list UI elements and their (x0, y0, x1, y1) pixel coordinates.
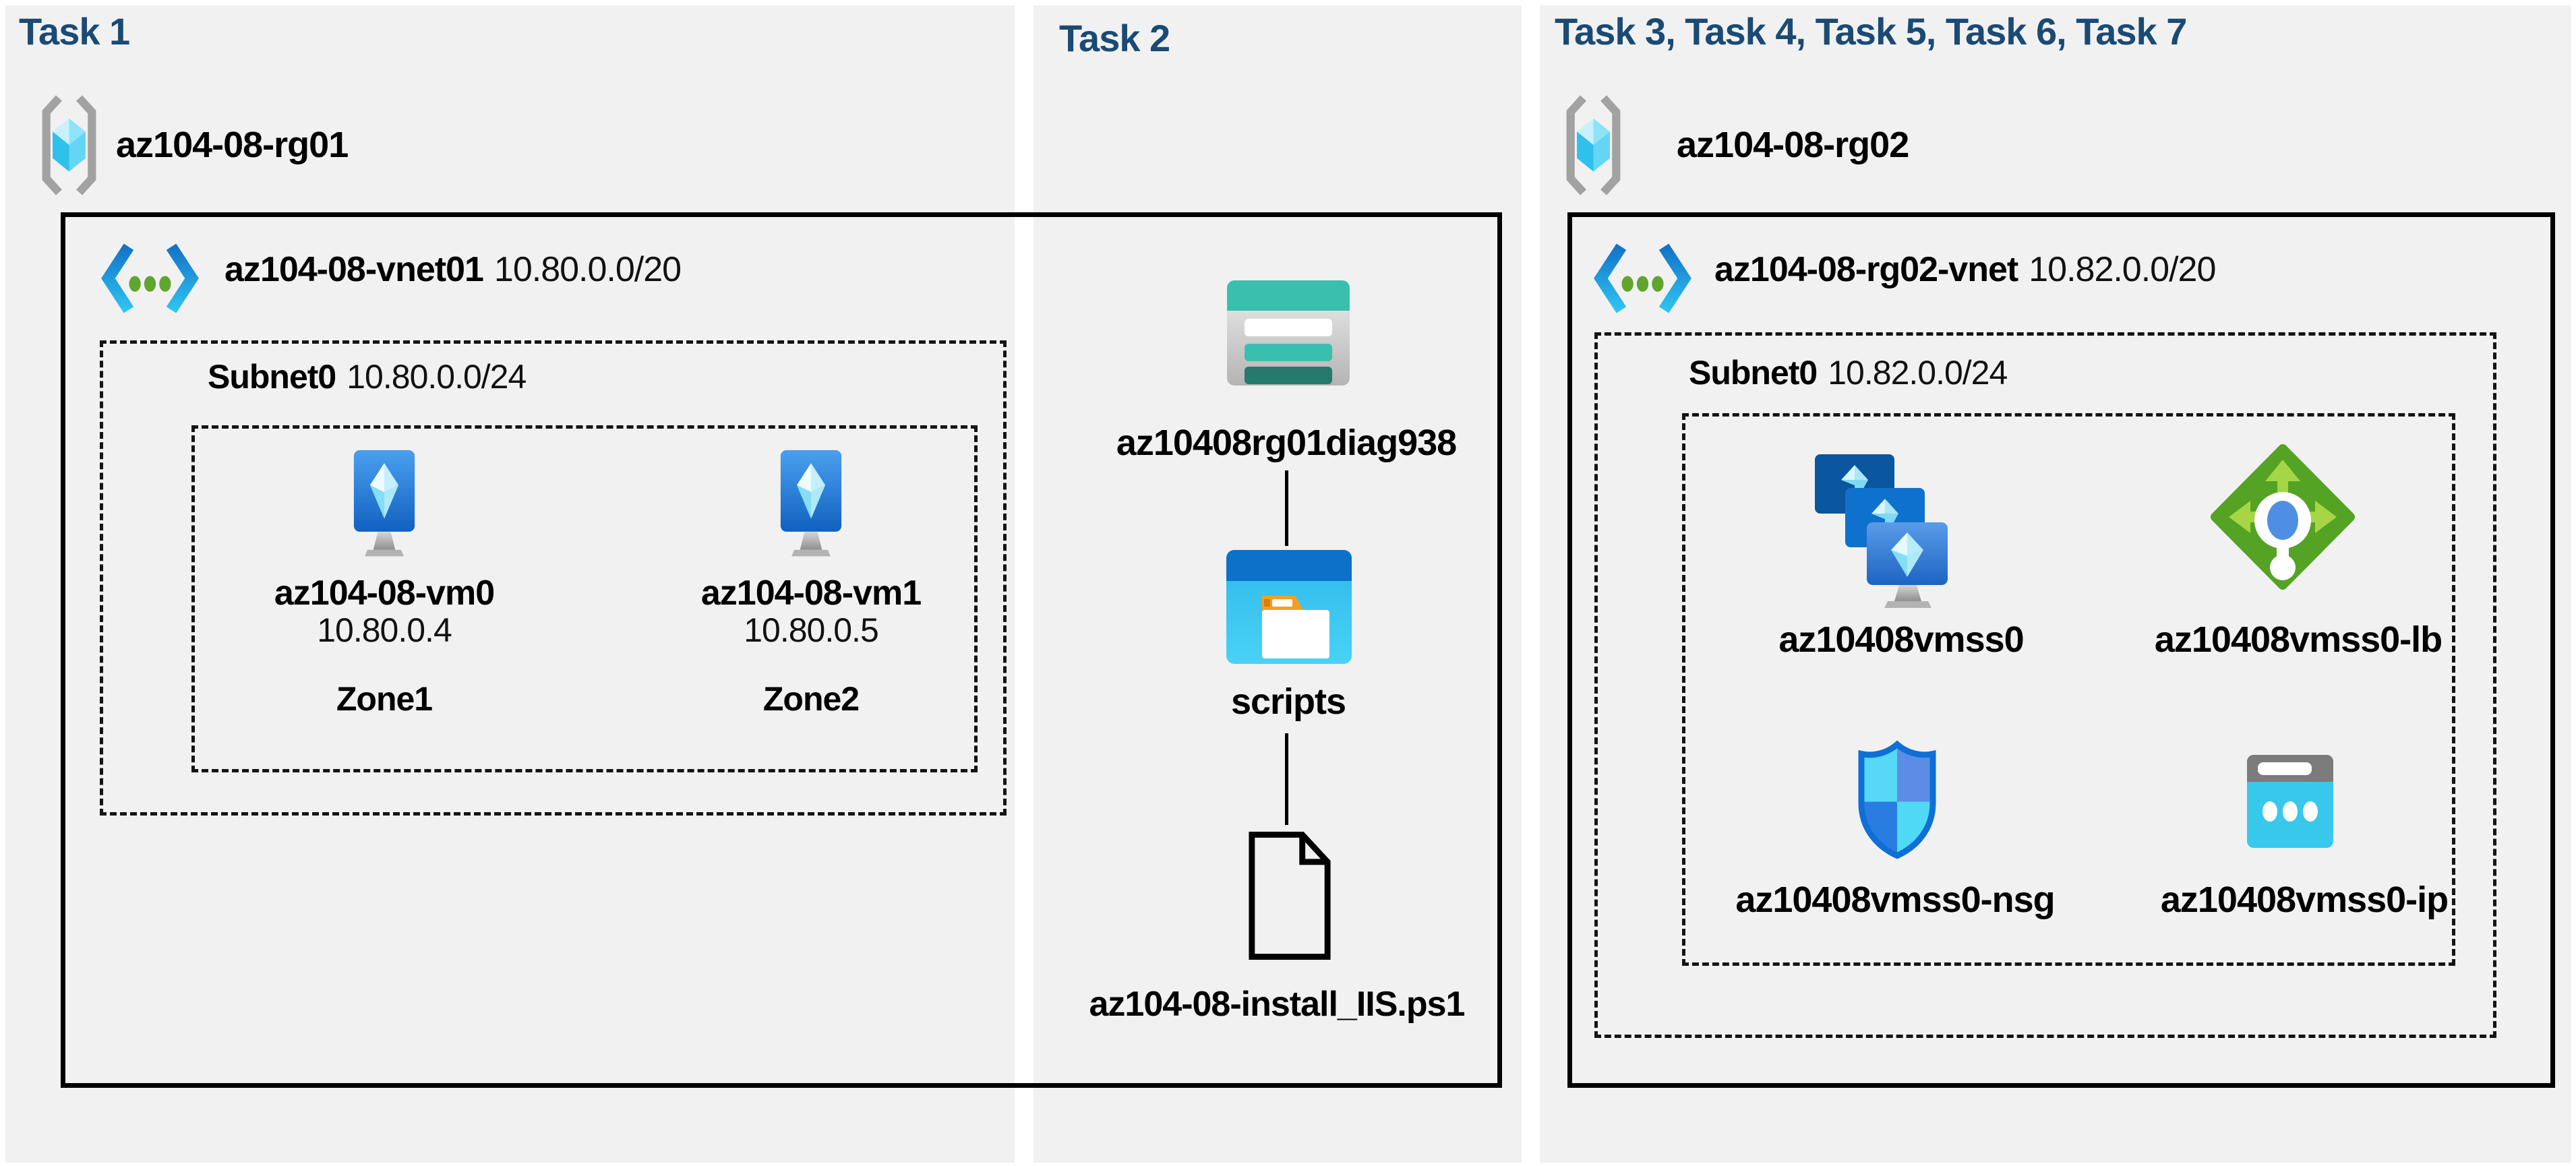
subnet1-cidr: 10.80.0.0/24 (347, 358, 527, 396)
task3-panel (1540, 5, 2571, 1163)
vnet1-cidr: 10.80.0.0/20 (493, 250, 682, 289)
resource-group-icon (37, 93, 101, 197)
script-file-name: az104-08-install_IIS.ps1 (1089, 985, 1466, 1024)
vm1-ip: 10.80.0.5 (744, 611, 879, 649)
load-balancer-name: az10408vmss0-lb (2154, 619, 2443, 660)
zone-box (191, 425, 978, 772)
connector-storage-to-container (1285, 470, 1288, 546)
blob-container-icon (1226, 550, 1352, 664)
subnet2-cidr: 10.82.0.0/24 (1828, 354, 2008, 392)
task1-title: Task 1 (19, 10, 130, 53)
blob-container-name: scripts (1230, 681, 1346, 722)
vnet2-icon (1590, 240, 1695, 317)
vnet2-boundary-box (1567, 212, 2555, 1088)
vm1-icon (779, 449, 843, 562)
vm0-icon (352, 449, 417, 562)
nsg-icon (1857, 740, 1938, 860)
connector-container-to-file (1285, 733, 1288, 825)
vnet2-name: az104-08-rg02-vnet (1714, 250, 2018, 289)
subnet2-box (1594, 332, 2496, 1038)
resource-group2-name: az104-08-rg02 (1677, 125, 1909, 165)
vnet1-name: az104-08-vnet01 (224, 250, 484, 289)
task3-title: Task 3, Task 4, Task 5, Task 6, Task 7 (1555, 10, 2187, 53)
vm1-name: az104-08-vm1 (700, 574, 922, 613)
nsg-name: az10408vmss0-nsg (1735, 880, 2055, 920)
subnet1-name: Subnet0 (208, 358, 336, 396)
task2-title: Task 2 (1059, 17, 1170, 59)
vnet2-cidr: 10.82.0.0/20 (2029, 250, 2216, 289)
subnet2-label: Subnet0 10.82.0.0/24 (1689, 354, 2008, 392)
vm0-name: az104-08-vm0 (274, 574, 495, 613)
resource-group-name: az104-08-rg01 (116, 125, 349, 165)
public-ip-icon (2247, 755, 2333, 848)
subnet2-name: Subnet0 (1689, 354, 1818, 392)
public-ip-name: az10408vmss0-ip (2160, 880, 2449, 920)
vm0-zone: Zone1 (336, 680, 433, 718)
vnet-icon (98, 240, 202, 317)
vmss-icon (1815, 446, 1953, 609)
script-file-icon (1247, 828, 1333, 963)
resource-group2-icon (1561, 93, 1625, 197)
storage-account-icon (1227, 280, 1350, 386)
subnet1-box (100, 340, 1007, 816)
subnet1-label: Subnet0 10.80.0.0/24 (208, 358, 527, 396)
vm1-zone: Zone2 (762, 680, 860, 718)
vnet1-boundary-box (61, 212, 1502, 1088)
vmss-name: az10408vmss0 (1778, 619, 2024, 660)
load-balancer-icon (2209, 442, 2357, 592)
vmss-group-box (1682, 413, 2455, 966)
vnet2-label: az104-08-rg02-vnet 10.82.0.0/20 (1714, 250, 2216, 289)
vm0-ip: 10.80.0.4 (317, 611, 452, 649)
storage-account-name: az10408rg01diag938 (1116, 423, 1457, 463)
task1-panel (5, 5, 1015, 1163)
